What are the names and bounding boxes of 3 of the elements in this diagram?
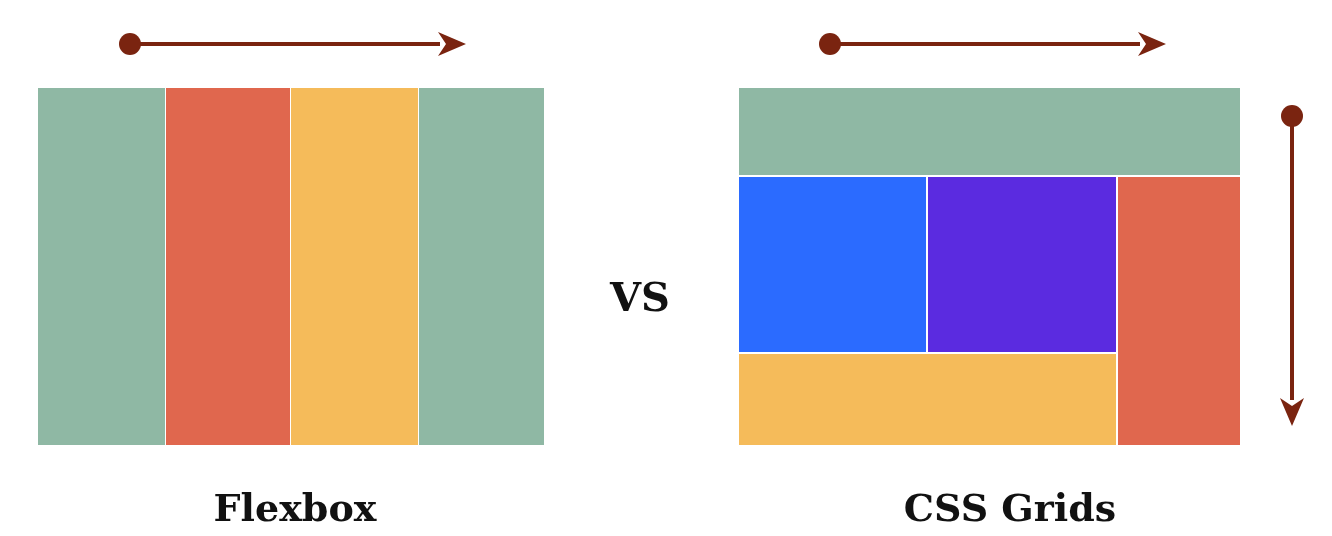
- caption-text: CSS Grids: [903, 489, 1117, 527]
- versus-text: VS: [610, 277, 670, 317]
- caption-text: Flexbox: [213, 489, 377, 527]
